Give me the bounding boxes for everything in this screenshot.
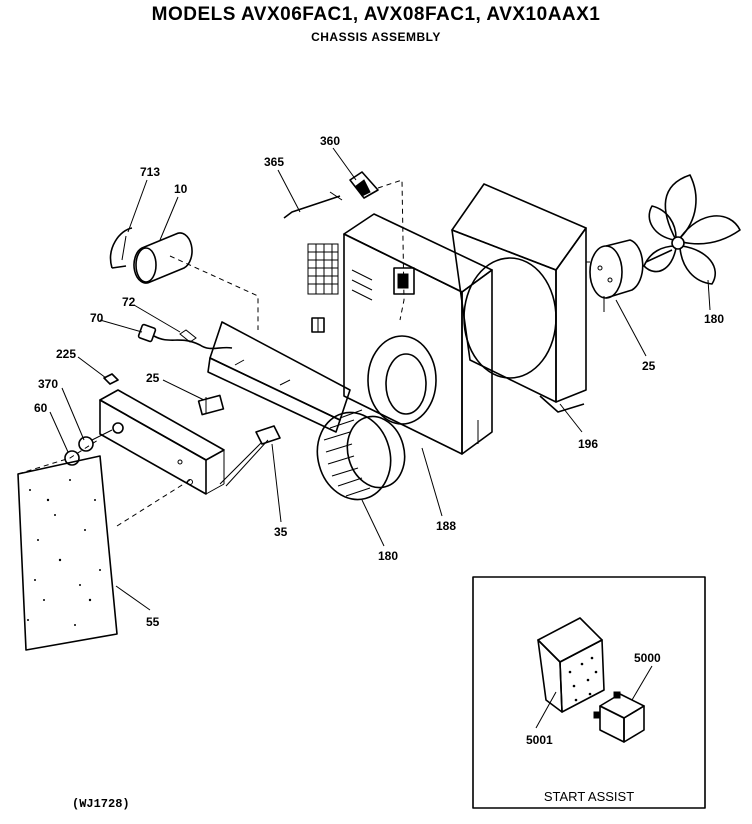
callout-713: 713: [140, 165, 160, 179]
inset-start-assist: 5000 5001 START ASSIST: [472, 576, 706, 809]
page-title: MODELS AVX06FAC1, AVX08FAC1, AVX10AAX1: [151, 4, 601, 25]
callout-370: 370: [38, 377, 58, 391]
part-fan-blade: [643, 174, 741, 285]
drawing-code: (WJ1728): [72, 797, 130, 811]
callout-25-motor: 25: [642, 359, 656, 373]
part-relay: [197, 394, 225, 416]
callout-180-fan: 180: [704, 312, 724, 326]
part-shroud: [451, 183, 587, 413]
callout-5001: 5001: [526, 733, 553, 747]
part-power-cord: [137, 323, 233, 350]
callout-25-relay: 25: [146, 371, 160, 385]
callout-196: 196: [578, 437, 598, 451]
part-control-bracket: [99, 389, 225, 495]
part-blower-wheel: [316, 409, 406, 501]
callout-72: 72: [122, 295, 136, 309]
callout-5000: 5000: [634, 651, 661, 665]
part-wire-365: [283, 191, 343, 219]
part-motor: [586, 239, 673, 312]
callout-225: 225: [56, 347, 76, 361]
part-capacitor: [133, 232, 193, 284]
part-base-rail: [207, 321, 351, 433]
leader-lines: [49, 147, 711, 611]
part-bracket-360: [349, 171, 379, 199]
part-housing: [307, 213, 493, 455]
callout-60: 60: [34, 401, 48, 415]
callout-188: 188: [436, 519, 456, 533]
callout-10: 10: [174, 182, 188, 196]
callout-55: 55: [146, 615, 160, 629]
callout-35: 35: [274, 525, 288, 539]
part-overload-clip: [109, 227, 133, 269]
inset-caption: START ASSIST: [544, 789, 634, 804]
callout-360: 360: [320, 134, 340, 148]
callout-70: 70: [90, 311, 104, 325]
callout-365: 365: [264, 155, 284, 169]
part-control-cover: [17, 455, 118, 651]
callout-180-wheel: 180: [378, 549, 398, 563]
part-clip: [103, 373, 119, 385]
part-switch: [219, 425, 281, 487]
page-subtitle: CHASSIS ASSEMBLY: [311, 30, 441, 44]
part-knob: [64, 422, 124, 466]
